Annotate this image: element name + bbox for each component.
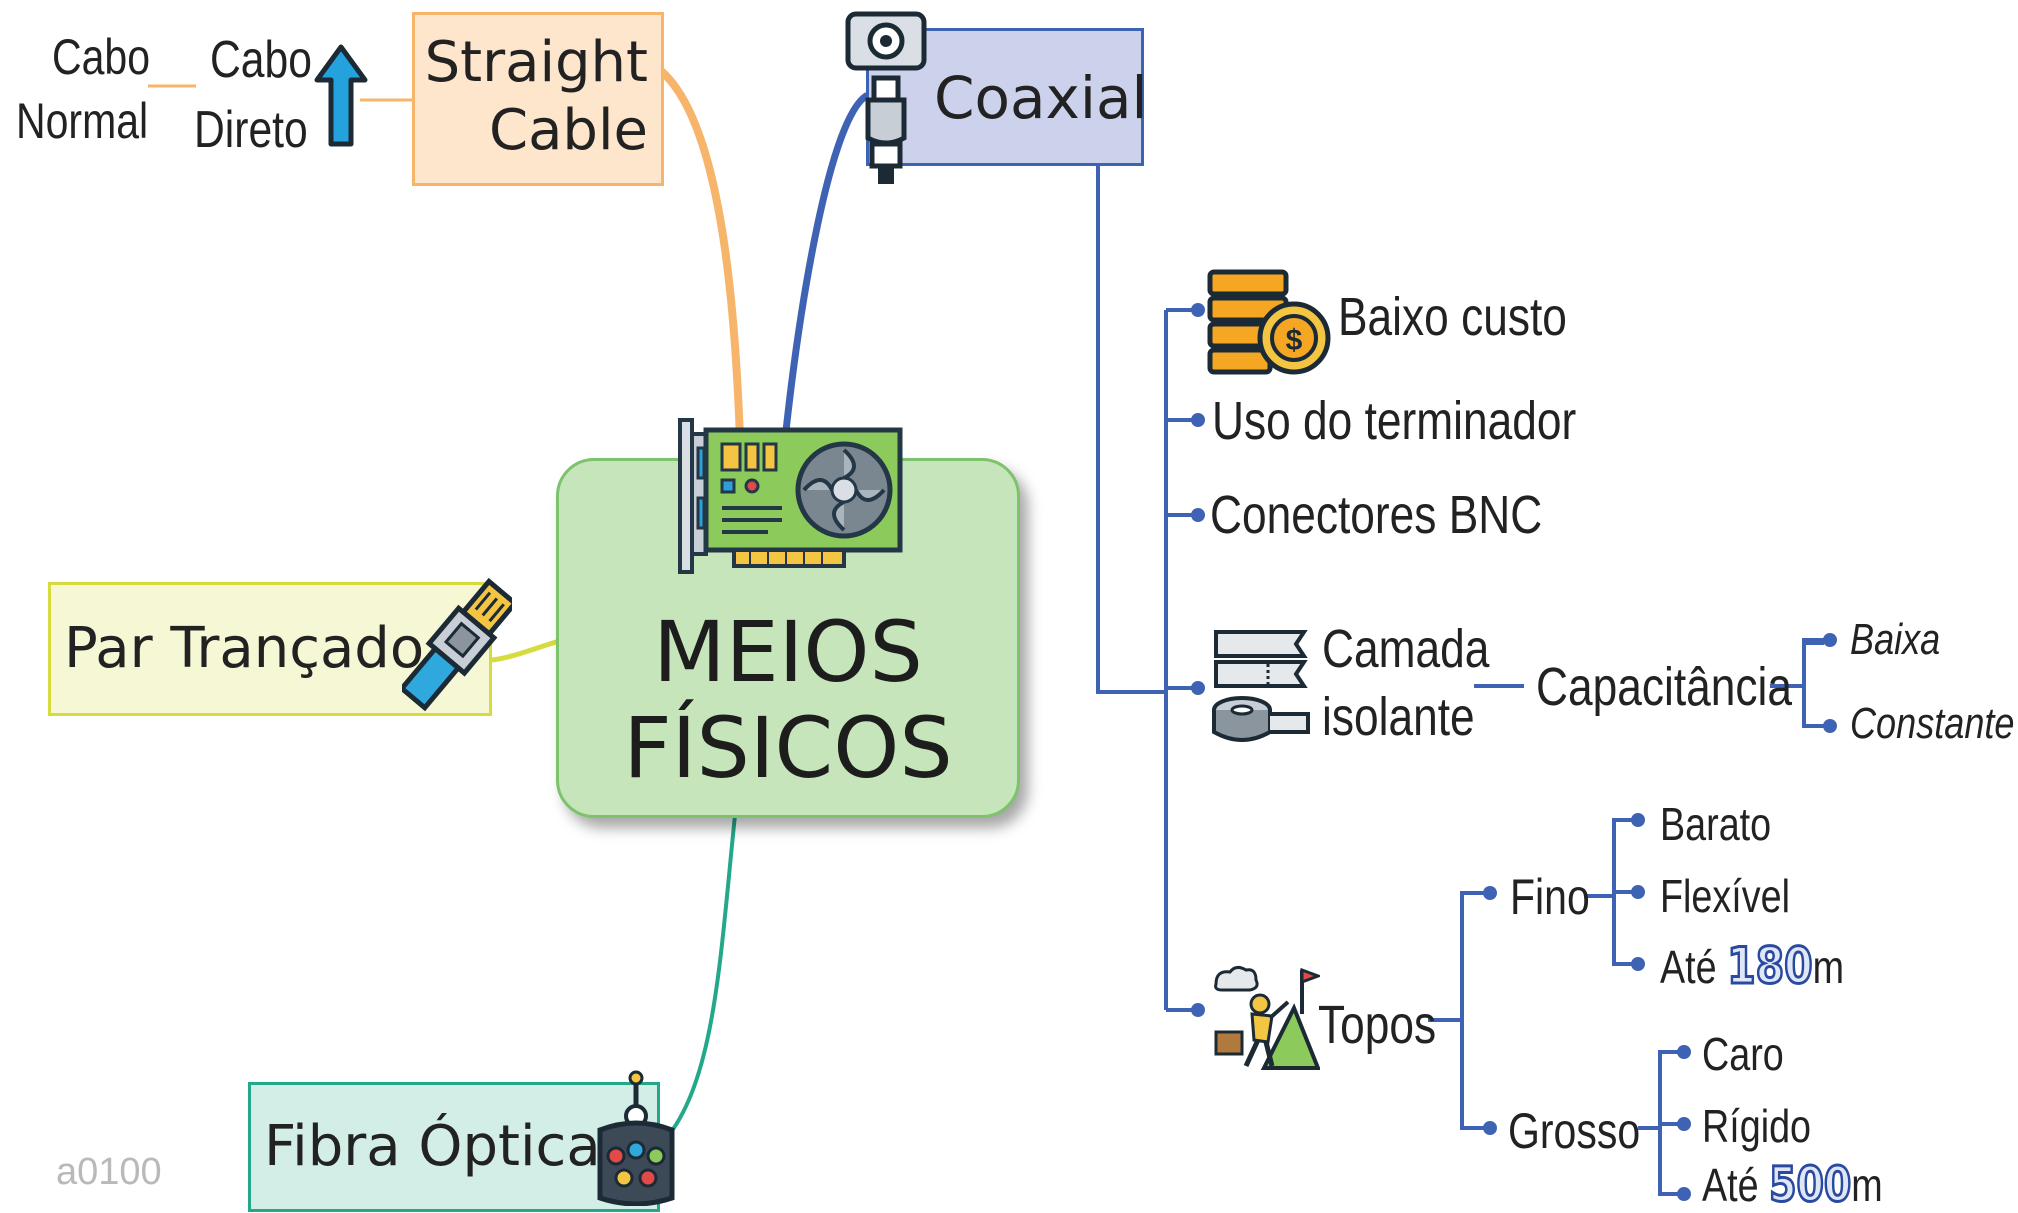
terminador-label: Uso do terminador <box>1212 391 1577 451</box>
svg-text:$: $ <box>1286 324 1303 357</box>
fino-length-unit: m <box>1812 941 1845 993</box>
straight-branch-line <box>656 66 744 444</box>
topos-label: Topos <box>1318 995 1437 1055</box>
bnc-label: Conectores BNC <box>1210 485 1543 545</box>
camada-isolante-line1: Camada <box>1322 619 1490 679</box>
cabo-normal-line2: Normal <box>16 93 149 149</box>
coaxial-tree <box>1096 166 1828 1196</box>
center-title-line2: FÍSICOS <box>623 699 953 797</box>
fino-ate-label: Até 180m <box>1660 936 1844 997</box>
ate-text: Até <box>1660 941 1717 993</box>
flexivel-label: Flexível <box>1660 870 1790 922</box>
coaxial-branch-line <box>781 92 870 444</box>
cabo-direto-line1: Cabo <box>210 31 312 89</box>
fibra-branch-line <box>663 813 737 1142</box>
fibra-optica-title: Fibra Óptica <box>264 1114 601 1179</box>
fino-label: Fino <box>1510 869 1590 925</box>
fiber-cable-icon <box>597 1070 675 1206</box>
network-card-icon <box>678 418 903 574</box>
climber-summit-icon <box>1214 965 1320 1070</box>
constante-label: Constante <box>1850 699 2015 748</box>
baixo-custo-label: Baixo custo <box>1338 287 1567 347</box>
coaxial-connector-icon <box>845 11 927 184</box>
grosso-label: Grosso <box>1508 1103 1641 1159</box>
grosso-ate-label: Até 500m <box>1702 1160 1883 1211</box>
barato-label: Barato <box>1660 798 1772 850</box>
camada-isolante-line2: isolante <box>1322 687 1475 747</box>
straight-cable-node[interactable] <box>412 12 664 186</box>
watermark: a0100 <box>56 1151 162 1193</box>
caro-label: Caro <box>1702 1028 1784 1080</box>
baixa-label: Baixa <box>1850 615 1941 664</box>
center-title-line1: MEIOS <box>653 603 923 701</box>
straight-cable-title-line2: Cable <box>489 98 648 163</box>
capacitancia-label: Capacitância <box>1536 657 1792 717</box>
ethernet-plug-icon <box>402 577 512 712</box>
cabo-normal-line1: Cabo <box>52 29 151 85</box>
fino-length-value: 180 <box>1726 936 1814 997</box>
coaxial-tree-dots <box>1191 303 1837 1201</box>
up-arrow-icon <box>314 44 368 147</box>
par-branch-line <box>489 639 559 663</box>
par-trancado-title: Par Trançado <box>64 616 425 681</box>
rigido-label: Rígido <box>1702 1100 1812 1152</box>
cabo-direto-line2: Direto <box>194 101 308 159</box>
ate-text-2: Até <box>1702 1159 1759 1211</box>
grosso-length-unit: m <box>1851 1159 1883 1211</box>
grosso-length-value: 500 <box>1768 1157 1853 1213</box>
straight-cable-title-line1: Straight <box>424 30 648 95</box>
coaxial-title: Coaxial <box>934 64 1148 132</box>
coins-icon: $ <box>1207 269 1331 375</box>
insulation-tape-icon <box>1212 630 1310 742</box>
